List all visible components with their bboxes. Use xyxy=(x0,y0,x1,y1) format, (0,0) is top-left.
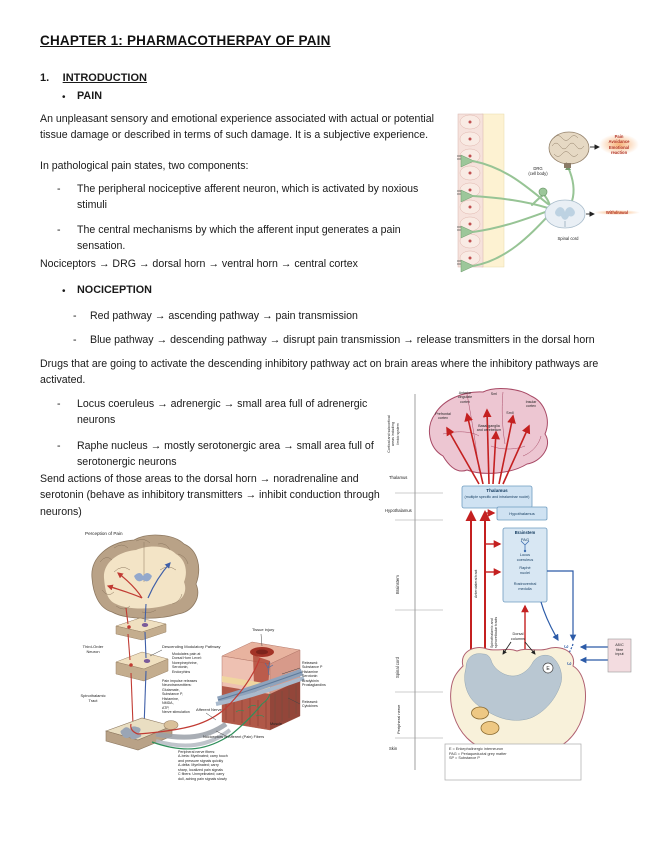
pag-label: PAG xyxy=(520,536,530,542)
perception-of-pain-illustration xyxy=(91,534,305,751)
tissue-injury-label: Tissue injury xyxy=(252,627,275,632)
hypothalamus-box-label: Hypothalamus xyxy=(509,511,535,516)
basal-ganglia-label: Basal ganglia and cerebellum xyxy=(476,424,502,433)
svg-text:ω: ω xyxy=(567,661,572,667)
dash-marker: - xyxy=(57,440,61,452)
page-title: CHAPTER 1: PHARMACOTHERPAY OF PAIN xyxy=(40,33,331,48)
dash-marker: - xyxy=(73,310,77,322)
anterolateral-tract-label: Anterolateral tract xyxy=(474,569,478,598)
region-skin-label: Skin xyxy=(389,746,398,751)
item-peripheral-neuron: The peripheral nociceptive afferent neur… xyxy=(77,183,419,212)
anterior-cingulate-label: Anterior cingulate cortex xyxy=(457,391,473,404)
pain-transmitters-list: Pain impulse releases Neurotransmitters:… xyxy=(162,679,198,715)
thalamus-box-title: Thalamus xyxy=(486,488,508,493)
region-spinal-cord-label: Spinal cord xyxy=(395,657,400,678)
region-cortical-label: Cortical and subcortical areas including… xyxy=(387,415,400,453)
third-order-neuron-label: Third-Order Neuron xyxy=(82,644,104,654)
bullet-marker: • xyxy=(62,286,66,297)
spinothalamic-tract-label: Spinothalamic Tract xyxy=(80,693,106,703)
section-title: INTRODUCTION xyxy=(62,72,147,84)
thalamus-box-subtitle: (multiple specific and intralaminar nucl… xyxy=(464,495,530,499)
sm1-label: SmI xyxy=(490,392,498,396)
figure-key: E = Enkephalinergic interneuron PAG = Pe… xyxy=(449,747,507,761)
sm2-label: SmII xyxy=(506,411,514,415)
paragraph-pain-definition: An unpleasant sensory and emotional expe… xyxy=(40,113,434,142)
dash-marker: - xyxy=(57,224,61,236)
item-red-pathway: Red pathway → ascending pathway → pain t… xyxy=(90,310,358,322)
section-number: 1. xyxy=(40,72,50,84)
perception-title: Perception of Pain xyxy=(85,531,123,536)
insular-cortex-label: Insular cortex xyxy=(525,400,537,409)
spinothalamic-tract-label: Spinothalamic and spinoreticular tracts xyxy=(490,616,499,648)
bullet-pain-heading: PAIN xyxy=(77,90,102,102)
item-raphe-nucleus: Raphe nucleus → mostly serotonergic area… xyxy=(77,440,374,469)
fibre-input-box-label: Aδ/C fibre input xyxy=(615,643,624,657)
pain-avoidance-label: Pain Avoidance Emotional reaction xyxy=(599,134,639,155)
modulator-transmitters-list: Modulates pain at Dorsal Horn Level: Nor… xyxy=(172,652,202,674)
rostroventral-medulla-label: Rostroventral medulla xyxy=(513,582,537,591)
prefrontal-cortex-label: Prefrontal cortex xyxy=(435,412,451,421)
figure-nociceptor-pathway: DRG (cell body) Spinal cord Pain Avoidan… xyxy=(452,108,652,273)
item-central-mechanisms: The central mechanisms by which the affe… xyxy=(77,224,401,253)
locus-coeruleus-label: Locus coeruleus xyxy=(516,553,534,562)
nociceptors-label: Nociceptors of Afferent (Pain) Fibers xyxy=(203,735,265,739)
dash-marker: - xyxy=(73,334,77,346)
withdrawal-label: Withdrawal xyxy=(594,210,640,216)
muscle-label: Muscle xyxy=(270,722,283,726)
svg-text:ω: ω xyxy=(564,644,569,650)
descending-modulatory-label: Descending Modulatory Pathway xyxy=(162,644,221,649)
figure-perception-of-pain: Perception of Pain Third-Order Neuron Sp… xyxy=(56,528,388,792)
pain-pathways-illustration: E ω ω xyxy=(395,388,632,781)
item-blue-pathway: Blue pathway → descending pathway → disr… xyxy=(90,334,595,346)
fiber-type-notes: Peripheral nerve fibers: A-beta: Myelina… xyxy=(178,750,228,781)
bullet-marker: • xyxy=(62,92,66,103)
afferent-nerve-label: Afferent Nerve xyxy=(196,707,222,712)
released-cytokines-list: Released: Cytokines xyxy=(302,700,319,709)
paragraph-components: In pathological pain states, two compone… xyxy=(40,160,249,172)
figure-pain-pathways: E ω ω Cortical and subcortical areas inc… xyxy=(383,386,655,790)
region-thalamus-label: Thalamus xyxy=(389,475,408,480)
paragraph-drugs: Drugs that are going to activate the des… xyxy=(40,358,599,387)
region-brainstem-label: Brainstem xyxy=(395,575,400,594)
interneuron-letter: E xyxy=(546,666,550,672)
dash-marker: - xyxy=(57,398,61,410)
dorsal-columns-label: Dorsal columns xyxy=(510,632,526,641)
drg-label: DRG (cell body) xyxy=(528,166,548,177)
item-locus-coeruleus: Locus coeruleus → adrenergic → small are… xyxy=(77,398,368,427)
dash-marker: - xyxy=(57,183,61,195)
region-peripheral-nerve-label: Peripheral nerve xyxy=(396,704,401,734)
brainstem-box-title: Brainstem xyxy=(514,530,536,535)
bullet-nociception-heading: NOCICEPTION xyxy=(77,284,152,296)
paragraph-chain: Nociceptors → DRG → dorsal horn → ventra… xyxy=(40,258,358,270)
released-mediators-list: Released: Substance P Histamine Serotoni… xyxy=(302,661,326,688)
nociceptor-pathway-illustration xyxy=(457,113,600,273)
spinal-cord-label: Spinal cord xyxy=(557,236,579,241)
section-heading: 1. INTRODUCTION xyxy=(40,68,147,86)
paragraph-send-actions: Send actions of those areas to the dorsa… xyxy=(40,473,380,518)
raphe-nuclei-label: Raphé nuclei xyxy=(519,566,531,575)
region-hypothalamus-label: Hypothalamus xyxy=(385,508,412,513)
